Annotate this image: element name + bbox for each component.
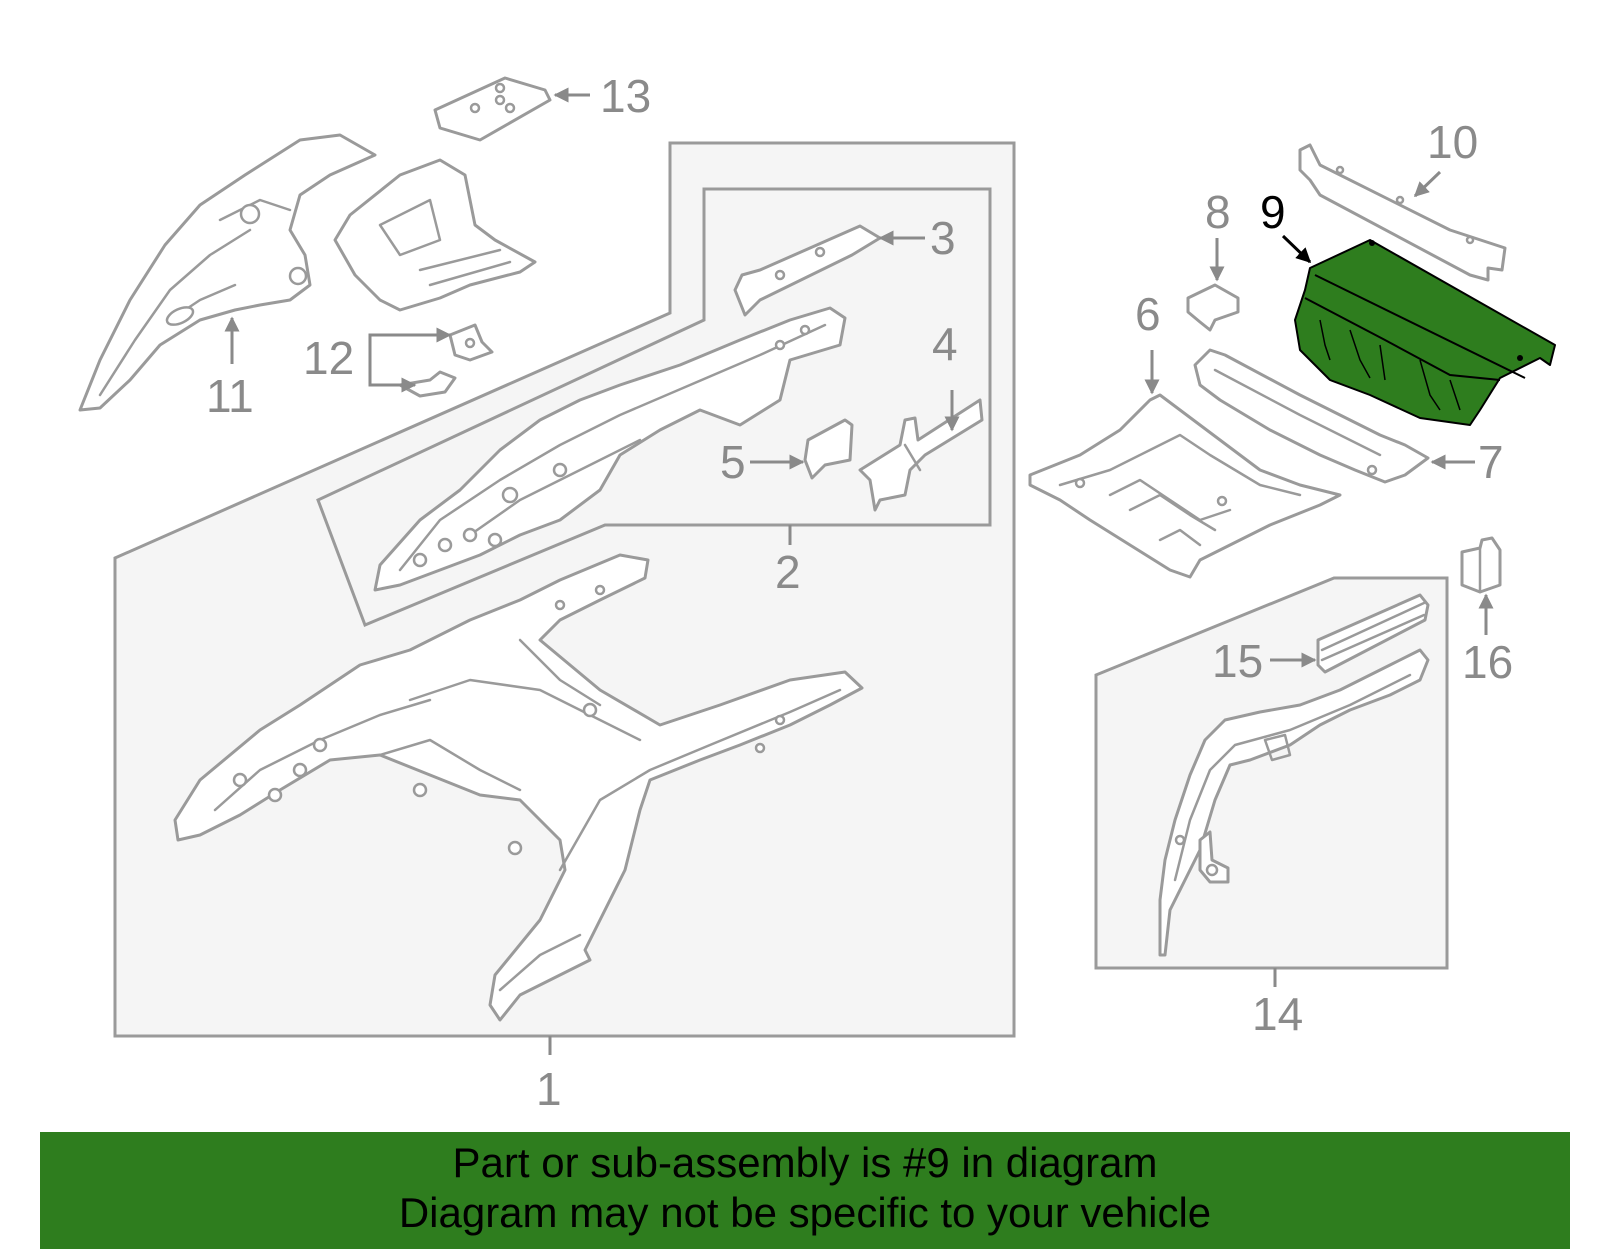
part-12-rear-panel xyxy=(333,158,537,398)
part-7-crossmember xyxy=(1193,348,1430,484)
part-5-bracket xyxy=(803,418,854,480)
part-8-bracket xyxy=(1186,283,1240,332)
part-6-floor-pan xyxy=(1028,393,1342,579)
callout-14: 14 xyxy=(1252,988,1303,1040)
callout-11: 11 xyxy=(206,370,254,422)
part-10-rail xyxy=(1298,143,1507,282)
callout-16: 16 xyxy=(1462,636,1513,688)
info-banner: Part or sub-assembly is #9 in diagram Di… xyxy=(40,1132,1570,1249)
part-1-rear-frame xyxy=(173,553,864,1022)
part-13-plate xyxy=(433,76,552,142)
callout-15: 15 xyxy=(1212,635,1263,687)
callout-7: 7 xyxy=(1478,436,1504,488)
callout-2: 2 xyxy=(775,546,801,598)
part-11-wheelhouse xyxy=(78,133,377,412)
leader-lines xyxy=(224,87,1494,1055)
callout-10: 10 xyxy=(1427,116,1478,168)
callout-4: 4 xyxy=(932,318,958,370)
part-2-side-rail xyxy=(373,306,847,592)
banner-line-1: Part or sub-assembly is #9 in diagram xyxy=(452,1139,1158,1186)
callout-5: 5 xyxy=(720,436,746,488)
callout-9: 9 xyxy=(1260,186,1286,238)
part-9-highlighted-panel xyxy=(1294,239,1556,426)
part-16-clip xyxy=(1460,536,1502,594)
callouts: 1 2 3 4 5 6 7 8 9 10 11 12 13 14 15 16 xyxy=(206,70,1513,1115)
part-3-bracket xyxy=(733,224,882,317)
part-15-reinforcement xyxy=(1316,593,1430,674)
part-14-rail-assembly xyxy=(1158,648,1430,957)
callout-6: 6 xyxy=(1135,288,1161,340)
callout-8: 8 xyxy=(1205,186,1231,238)
banner-line-2: Diagram may not be specific to your vehi… xyxy=(398,1189,1212,1236)
callout-1: 1 xyxy=(536,1063,562,1115)
callout-13: 13 xyxy=(600,70,651,122)
callout-12: 12 xyxy=(303,332,354,384)
callout-3: 3 xyxy=(930,212,956,264)
